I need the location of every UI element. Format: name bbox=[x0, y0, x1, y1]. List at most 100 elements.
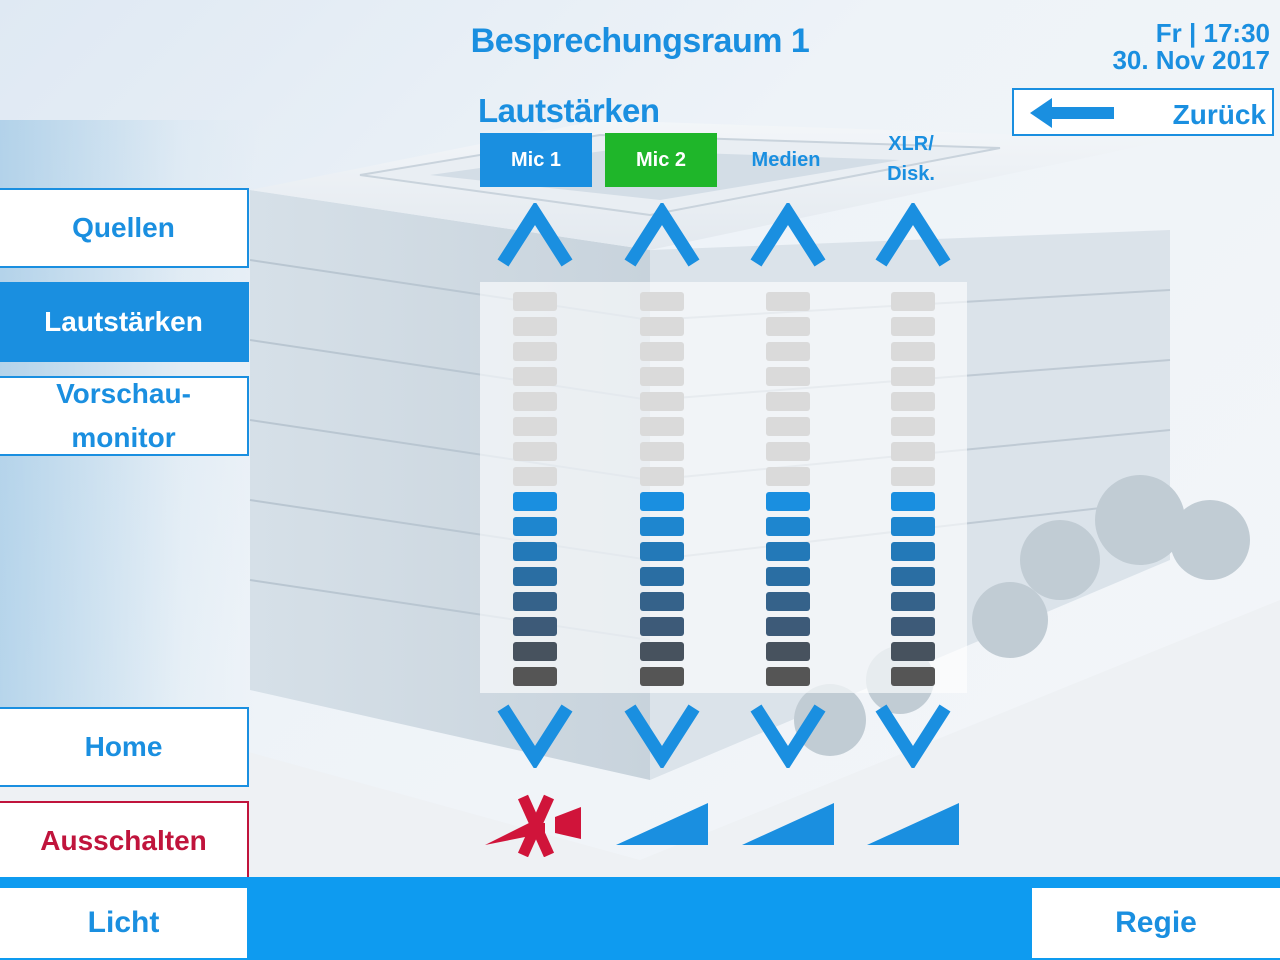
level-segment-off bbox=[766, 292, 810, 311]
level-segment-off bbox=[891, 292, 935, 311]
day-time: Fr | 17:30 bbox=[1155, 18, 1270, 48]
level-segment-off bbox=[640, 467, 684, 486]
level-segment-on bbox=[891, 667, 935, 686]
level-segment-on bbox=[766, 567, 810, 586]
level-segment-off bbox=[513, 367, 557, 386]
level-segment-off bbox=[513, 417, 557, 436]
volume-down-3-chevron-down-icon[interactable] bbox=[750, 702, 826, 768]
level-segment-on bbox=[513, 592, 557, 611]
level-segment-on bbox=[513, 567, 557, 586]
level-segment-off bbox=[513, 342, 557, 361]
level-segment-off bbox=[640, 367, 684, 386]
level-segment-on bbox=[640, 667, 684, 686]
home-button-label: Home bbox=[84, 731, 163, 762]
volume-down-4-chevron-down-icon[interactable] bbox=[875, 702, 951, 768]
volume-down-2-chevron-down-icon[interactable] bbox=[624, 702, 700, 768]
channel-tab-mic-1[interactable]: Mic 1 bbox=[480, 133, 592, 187]
level-segment-on bbox=[766, 667, 810, 686]
control-room-button-label: Regie bbox=[1115, 906, 1197, 939]
mute-toggle-2-volume-ramp-icon[interactable] bbox=[612, 793, 712, 857]
volume-down-1-chevron-down-icon[interactable] bbox=[497, 702, 573, 768]
level-segment-on bbox=[891, 492, 935, 511]
level-segment-off bbox=[891, 367, 935, 386]
level-segment-off bbox=[513, 317, 557, 336]
level-segment-off bbox=[640, 317, 684, 336]
back-button[interactable]: Zurück bbox=[1012, 88, 1274, 136]
volume-up-3-chevron-up-icon[interactable] bbox=[750, 203, 826, 269]
channel-label-line2: Disk. bbox=[887, 163, 935, 185]
channel-tab-xlr-disk[interactable]: XLR/ Disk. bbox=[855, 126, 967, 192]
channel-tab-mic-2[interactable]: Mic 2 bbox=[605, 133, 717, 187]
level-segment-on bbox=[513, 617, 557, 636]
level-segment-on bbox=[891, 567, 935, 586]
level-segment-off bbox=[640, 417, 684, 436]
level-segment-on bbox=[891, 617, 935, 636]
sidebar-item-label-line1: Vorschau- bbox=[56, 378, 191, 409]
level-segment-on bbox=[766, 492, 810, 511]
level-segment-on bbox=[766, 617, 810, 636]
light-button[interactable]: Licht bbox=[0, 888, 247, 958]
level-segment-on bbox=[513, 492, 557, 511]
level-segment-on bbox=[766, 642, 810, 661]
power-off-button[interactable]: Ausschalten bbox=[0, 801, 249, 881]
level-segment-off bbox=[891, 342, 935, 361]
level-segment-off bbox=[766, 367, 810, 386]
level-segment-off bbox=[640, 292, 684, 311]
level-segment-on bbox=[766, 592, 810, 611]
light-button-label: Licht bbox=[87, 906, 160, 939]
home-button[interactable]: Home bbox=[0, 707, 249, 787]
sidebar-item-quellen[interactable]: Quellen bbox=[0, 188, 249, 268]
level-segment-on bbox=[891, 517, 935, 536]
level-segment-off bbox=[766, 417, 810, 436]
level-segment-on bbox=[513, 517, 557, 536]
level-segment-off bbox=[766, 442, 810, 461]
sidebar-item-lautstaerken[interactable]: Lautstärken bbox=[0, 282, 249, 362]
channel-label: Medien bbox=[751, 149, 821, 171]
level-segment-off bbox=[891, 467, 935, 486]
level-segment-off bbox=[640, 442, 684, 461]
level-meter-panel bbox=[480, 282, 967, 693]
level-segment-off bbox=[766, 317, 810, 336]
level-segment-off bbox=[766, 342, 810, 361]
level-segment-off bbox=[513, 392, 557, 411]
level-segment-on bbox=[640, 517, 684, 536]
level-segment-on bbox=[640, 492, 684, 511]
channel-tab-medien[interactable]: Medien bbox=[730, 133, 842, 187]
mute-toggle-1-speaker-muted-icon[interactable] bbox=[485, 793, 585, 857]
sidebar-item-label: Lautstärken bbox=[44, 306, 203, 337]
sidebar-item-label-line2: monitor bbox=[71, 422, 176, 453]
sidebar-item-vorschaumonitor[interactable]: Vorschau- monitor bbox=[0, 376, 249, 456]
level-segment-off bbox=[640, 392, 684, 411]
level-segment-on bbox=[891, 542, 935, 561]
level-segment-on bbox=[640, 617, 684, 636]
level-segment-on bbox=[766, 542, 810, 561]
level-segment-on bbox=[891, 642, 935, 661]
sidebar-item-label: Quellen bbox=[72, 212, 175, 243]
arrow-left-icon bbox=[1030, 98, 1114, 128]
level-segment-off bbox=[766, 392, 810, 411]
level-segment-off bbox=[891, 392, 935, 411]
page-title: Besprechungsraum 1 bbox=[470, 22, 810, 60]
level-segment-on bbox=[640, 567, 684, 586]
mute-toggle-4-volume-ramp-icon[interactable] bbox=[863, 793, 963, 857]
mute-toggle-3-volume-ramp-icon[interactable] bbox=[738, 793, 838, 857]
level-segment-on bbox=[640, 592, 684, 611]
volume-up-2-chevron-up-icon[interactable] bbox=[624, 203, 700, 269]
power-off-button-label: Ausschalten bbox=[40, 825, 207, 856]
volume-up-1-chevron-up-icon[interactable] bbox=[497, 203, 573, 269]
volume-up-4-chevron-up-icon[interactable] bbox=[875, 203, 951, 269]
level-segment-off bbox=[891, 442, 935, 461]
control-room-button[interactable]: Regie bbox=[1032, 888, 1280, 958]
level-segment-off bbox=[513, 292, 557, 311]
level-segment-on bbox=[640, 542, 684, 561]
level-segment-on bbox=[513, 542, 557, 561]
channel-label: XLR/ Disk. bbox=[887, 129, 935, 189]
date: 30. Nov 2017 bbox=[1112, 45, 1270, 75]
date-time: Fr | 17:30 30. Nov 2017 bbox=[1112, 20, 1270, 74]
level-segment-on bbox=[891, 592, 935, 611]
level-segment-off bbox=[766, 467, 810, 486]
back-button-label: Zurück bbox=[1172, 99, 1266, 130]
level-segment-on bbox=[513, 642, 557, 661]
level-segment-off bbox=[513, 442, 557, 461]
channel-label: Mic 2 bbox=[635, 149, 687, 171]
